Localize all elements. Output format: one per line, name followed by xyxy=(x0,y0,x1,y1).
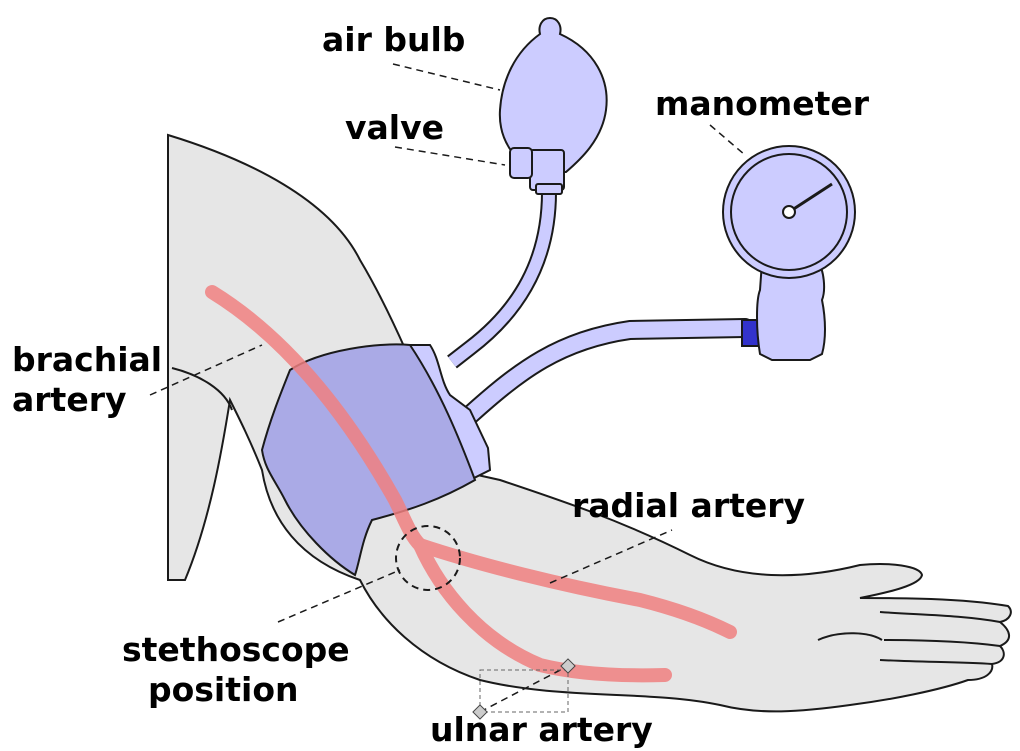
valve-stem xyxy=(536,184,562,194)
manometer-hose xyxy=(470,328,745,415)
ulnar-artery-label: ulnar artery xyxy=(430,710,653,750)
stethoscope-label-line2: position xyxy=(148,670,299,710)
radial-artery-label: radial artery xyxy=(572,486,805,526)
valve-knob xyxy=(510,148,532,178)
stethoscope-label-line1: stethoscope xyxy=(122,630,350,670)
brachial-artery-label-line2: artery xyxy=(12,380,127,420)
air-bulb-leader xyxy=(393,64,500,90)
bulb-hose xyxy=(452,192,549,362)
valve-label: valve xyxy=(345,108,444,148)
brachial-artery-label-line1: brachial xyxy=(12,340,162,380)
manometer-pivot xyxy=(783,206,795,218)
air-bulb-label: air bulb xyxy=(322,20,465,60)
valve-leader xyxy=(395,147,505,165)
air-bulb xyxy=(500,18,607,194)
manometer-label: manometer xyxy=(655,84,869,124)
manometer-leader xyxy=(710,125,745,155)
manometer xyxy=(723,146,855,360)
